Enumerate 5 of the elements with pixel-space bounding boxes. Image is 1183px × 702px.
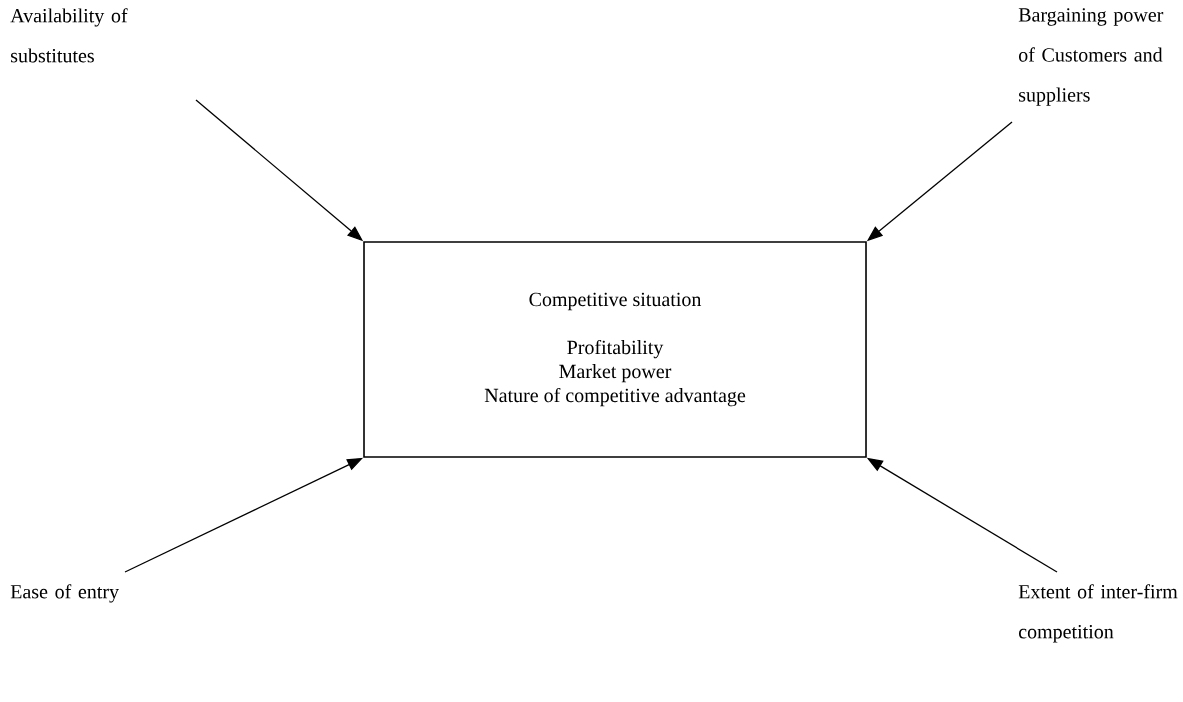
process-box: Competitive situation Profitability Market power Nature of competitive advantage (363, 241, 867, 458)
factor-label: Bargaining power of Customers and suppliers (1018, 8, 1164, 106)
factor-label: Extent of inter-firm competition (1018, 584, 1178, 643)
factor-label: Ease of entry (10, 584, 119, 603)
factor-label: Availability of substitutes (10, 8, 128, 63)
